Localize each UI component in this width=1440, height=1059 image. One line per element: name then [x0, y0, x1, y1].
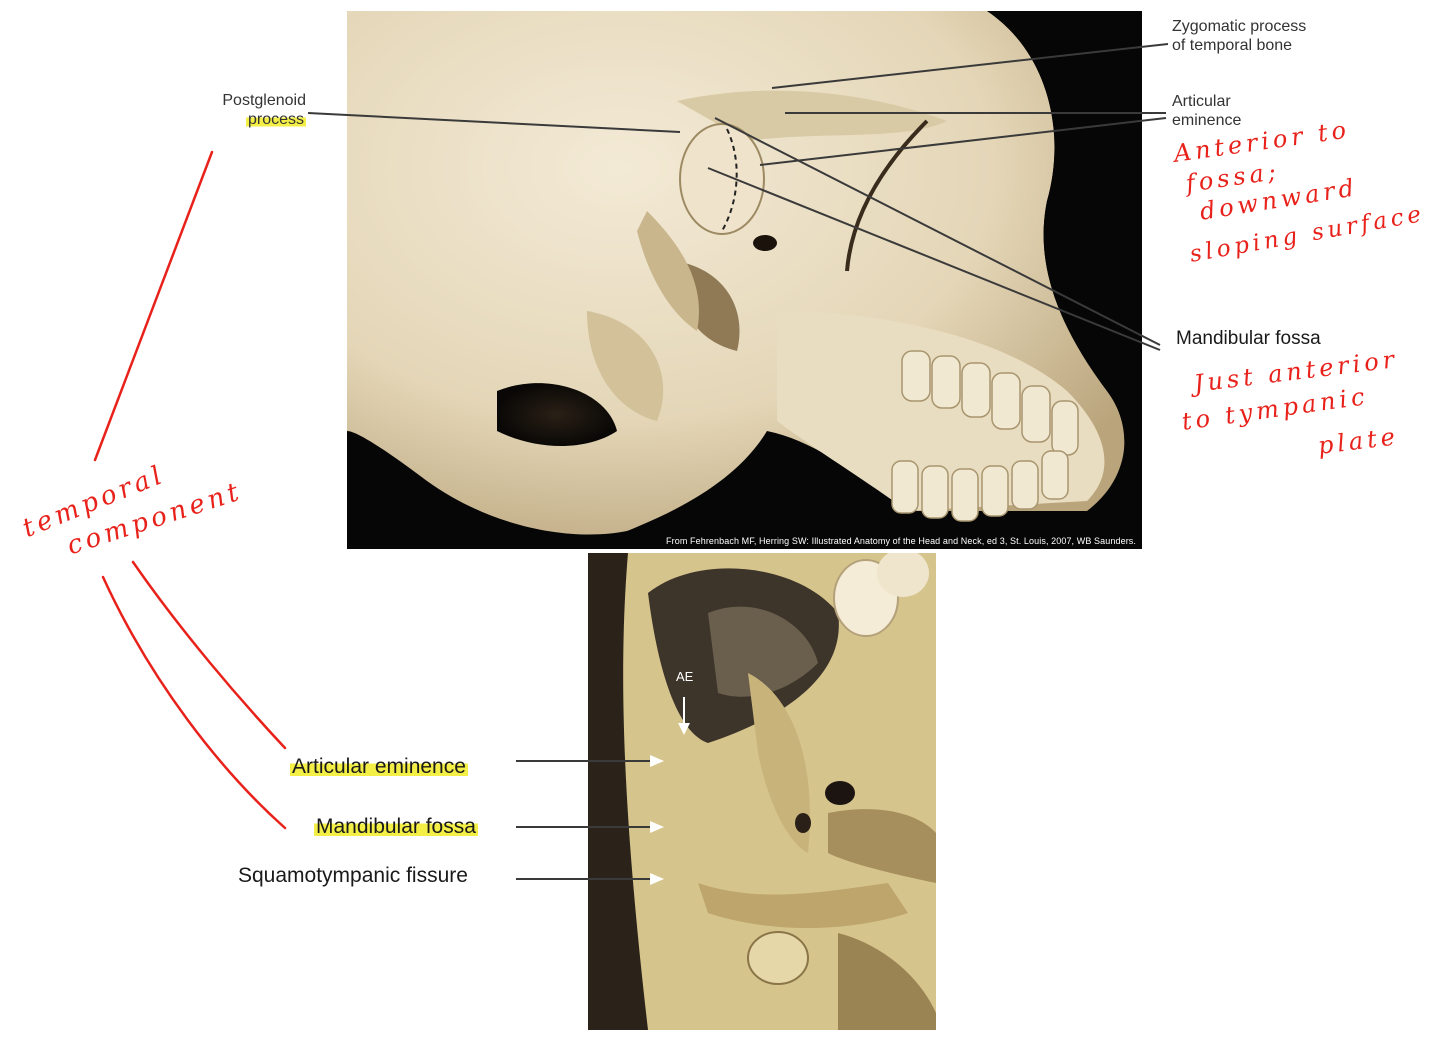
- label-postglenoid-process: Postglenoid process: [186, 92, 306, 130]
- hw-fossa-line1: Just anterior: [1192, 345, 1400, 398]
- hw-fossa-line3: plate: [1316, 422, 1401, 460]
- red-line-postglenoid: [93, 150, 214, 462]
- label-articular-eminence-top: Articular eminence: [1172, 93, 1241, 131]
- label-zygomatic-line1: Zygomatic process: [1172, 18, 1307, 35]
- image-credit: From Fehrenbach MF, Herring SW: Illustra…: [666, 536, 1136, 546]
- red-line-articular: [131, 560, 287, 750]
- label-zygomatic-line2: of temporal bone: [1172, 36, 1293, 54]
- red-line-mandibular: [101, 575, 287, 830]
- temporal-closeup-illustration: [588, 553, 936, 1030]
- label-postglenoid-line2: process: [245, 110, 306, 128]
- skull-photo-top: From Fehrenbach MF, Herring SW: Illustra…: [347, 11, 1142, 549]
- ae-label: AE: [676, 669, 694, 684]
- skull-illustration: [347, 11, 1142, 549]
- arrow-markers: [650, 755, 664, 885]
- label-mandibular-fossa-bottom: Mandibular fossa: [314, 815, 478, 840]
- label-mandibular-fossa-top: Mandibular fossa: [1176, 328, 1321, 349]
- label-articular-eminence-text: Articular eminence: [290, 755, 468, 778]
- label-articular-line1: Articular: [1172, 93, 1231, 110]
- skull-photo-bottom: AE: [588, 553, 936, 1030]
- label-articular-eminence-bottom: Articular eminence: [290, 755, 468, 780]
- label-squamotympanic-fissure: Squamotympanic fissure: [238, 864, 468, 887]
- label-mandibular-fossa-text: Mandibular fossa: [314, 815, 478, 838]
- label-zygomatic-process: Zygomatic process of temporal bone: [1172, 18, 1306, 56]
- label-postglenoid-line1: Postglenoid: [222, 92, 306, 109]
- label-articular-line2: eminence: [1172, 111, 1242, 129]
